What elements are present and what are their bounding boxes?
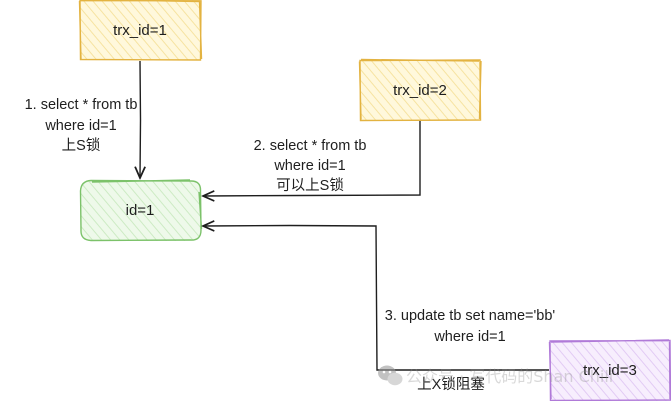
edge-3-label-line-3: 上X锁阻塞 [417, 375, 485, 393]
edge-2-label-line-1: 2. select * from tb [254, 138, 367, 154]
node-trx-id-2-border [358, 58, 482, 122]
node-trx-id-2-label: trx_id=2 [393, 82, 447, 99]
edge-2-label-line-2: where id=1 [273, 158, 345, 174]
node-trx-id-1: trx_id=1 [78, 0, 203, 61]
node-trx-id-1-label: trx_id=1 [113, 22, 167, 39]
edge-2-label-line-3: 可以上S锁 [276, 177, 344, 194]
node-row-id-1-label: id=1 [126, 202, 155, 219]
watermark: 公众号 · 写代码的Shan Chili [378, 365, 613, 386]
edge-2: 2. select * from tb where id=1 可以上S锁 [203, 121, 421, 196]
edge-1-label-line-1: 1. select * from tb [25, 97, 138, 113]
node-row-id-1: id=1 [79, 179, 203, 242]
edge-1: 1. select * from tb where id=1 上S锁 [25, 60, 141, 178]
node-trx-id-1-border [78, 0, 203, 61]
node-row-id-1-border [79, 179, 203, 242]
edge-2-line [203, 121, 421, 196]
edge-3-label-line-2: where id=1 [433, 329, 505, 345]
edge-3-line [203, 226, 549, 371]
watermark-text: 公众号 · 写代码的Shan Chili [406, 367, 613, 386]
edge-1-line [140, 60, 141, 178]
edge-1-label-line-3: 上S锁 [62, 137, 101, 154]
edge-1-label-line-2: where id=1 [44, 118, 116, 134]
node-trx-id-2: trx_id=2 [358, 58, 482, 122]
node-trx-id-3-label: trx_id=3 [583, 362, 637, 379]
edge-3: 3. update tb set name='bb' where id=1 上X… [203, 226, 556, 393]
edge-3-label-line-1: 3. update tb set name='bb' [385, 308, 556, 324]
wechat-icon [378, 365, 403, 386]
